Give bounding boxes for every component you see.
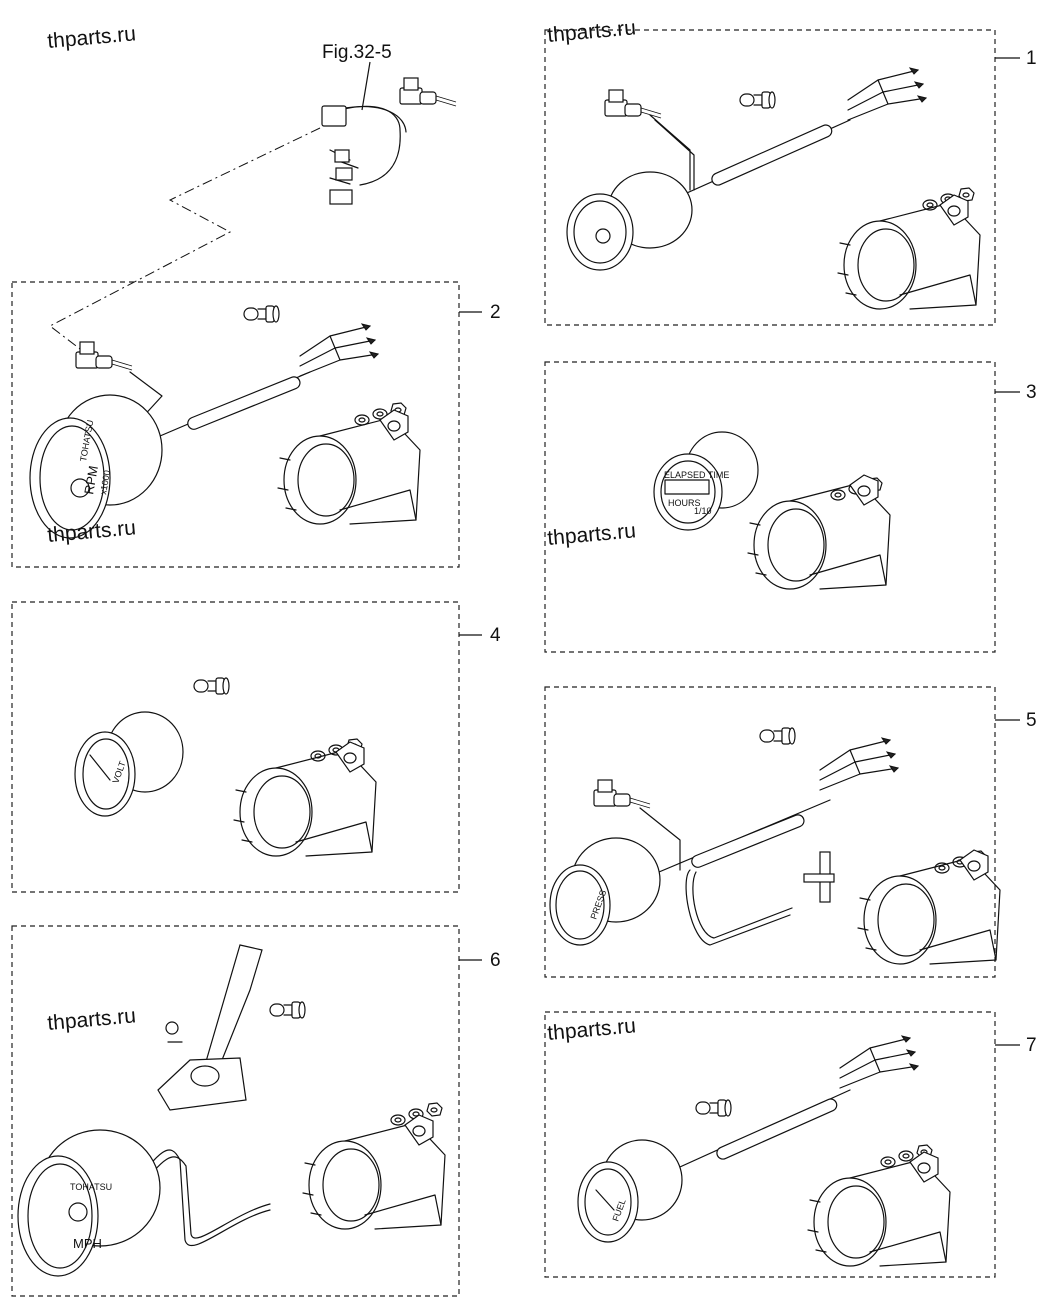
callout-7: 7 xyxy=(1026,1035,1037,1056)
harness-reference: Fig.32-5 xyxy=(49,42,457,353)
kit-panel-6: 6 MPH TOHATSU xyxy=(11,925,501,1297)
speedometer-face xyxy=(17,1155,99,1277)
figure-reference-label: Fig.32-5 xyxy=(322,42,392,63)
panel-2-frame xyxy=(11,281,460,568)
hourmeter-resolution: 1/10 xyxy=(694,506,712,516)
speedometer-maker: TOHATSU xyxy=(70,1182,112,1192)
callout-1: 1 xyxy=(1026,48,1037,69)
callout-3: 3 xyxy=(1026,382,1037,403)
kit-panel-7: 7 FUEL xyxy=(544,1011,1037,1278)
callout-2: 2 xyxy=(490,302,501,323)
kit-panel-3: 3 ELAPSED TIME HOURS 1/10 xyxy=(544,361,1037,653)
tachometer-face xyxy=(29,417,111,539)
panel-4-frame xyxy=(11,601,460,893)
panel-3-frame xyxy=(544,361,996,653)
kit-panel-2: 2 RPM x1000 TOHATSU xyxy=(11,281,501,568)
watermark-6: thparts.ru xyxy=(546,1014,636,1045)
panel-1-frame xyxy=(544,29,996,326)
hourmeter-face xyxy=(653,453,723,531)
callout-6: 6 xyxy=(490,950,501,971)
hourmeter-unit: HOURS xyxy=(668,498,701,508)
tachometer-scale: x1000 xyxy=(98,469,112,495)
callout-5: 5 xyxy=(1026,710,1037,731)
tachometer-unit: RPM xyxy=(81,464,101,495)
harness-plug xyxy=(321,105,347,127)
kit-panel-4: 4 VOLT xyxy=(11,601,501,893)
callout-4: 4 xyxy=(490,625,501,646)
hourmeter-title: ELAPSED TIME xyxy=(664,470,729,480)
panel-6-frame xyxy=(11,925,460,1297)
watermark-4: thparts.ru xyxy=(546,519,636,550)
panel-7-frame xyxy=(544,1011,996,1278)
pressure-gauge-face xyxy=(549,864,611,946)
watermark-2: thparts.ru xyxy=(546,16,636,47)
kit-panel-1: 1 xyxy=(544,29,1037,326)
harness-route-line xyxy=(49,127,321,353)
fuel-gauge-face xyxy=(577,1161,639,1243)
panel-5-frame xyxy=(544,686,996,978)
speedometer-unit: MPH xyxy=(73,1236,102,1251)
kit-panel-5: 5 PRESS xyxy=(544,686,1037,978)
watermark-5: thparts.ru xyxy=(46,1004,136,1035)
watermark-1: thparts.ru xyxy=(46,22,136,53)
